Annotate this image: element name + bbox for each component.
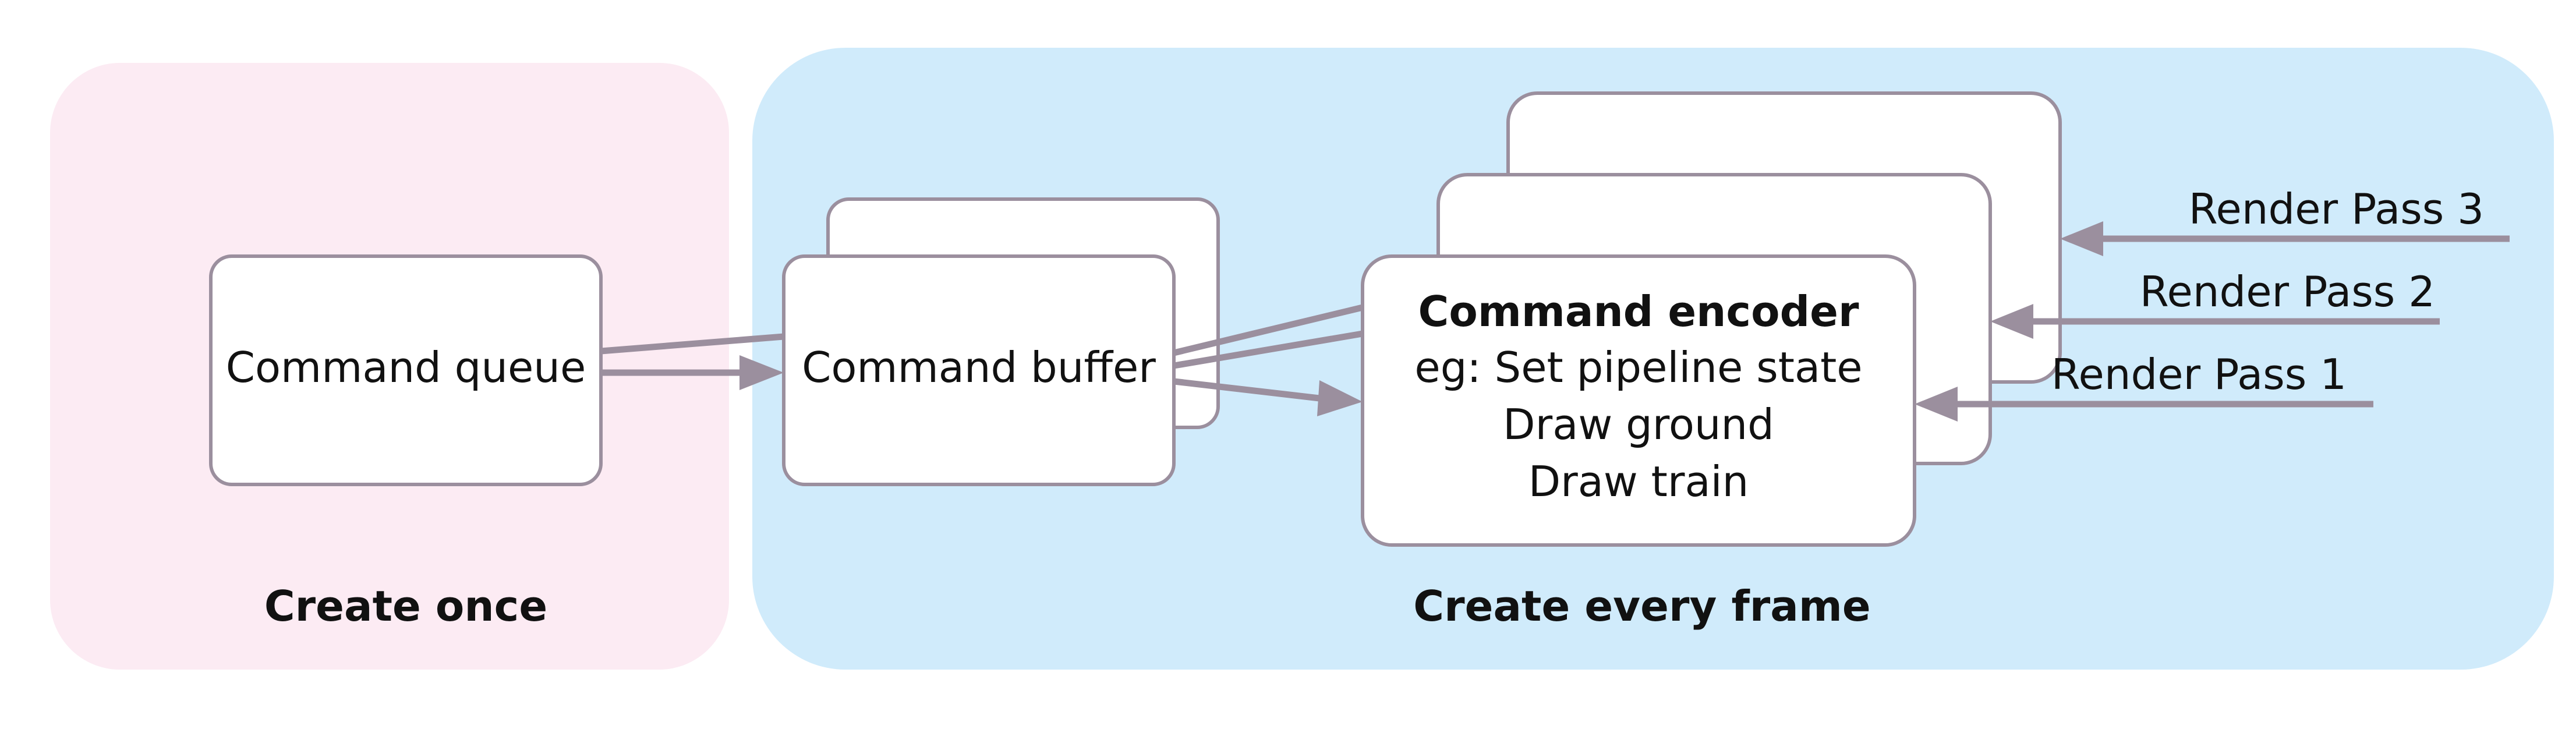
command-buffer-stack: Command buffer bbox=[782, 197, 1220, 486]
render-pass-3-arrow: Render Pass 3 bbox=[2060, 185, 2510, 256]
render-pass-1-label: Render Pass 1 bbox=[2051, 350, 2347, 399]
command-buffer-front bbox=[782, 254, 1176, 486]
command-encoder-line-2: Draw ground bbox=[1503, 400, 1774, 449]
command-encoder-stack: Command encoder eg: Set pipeline state D… bbox=[1361, 91, 2062, 547]
buffer-to-encoder-line-upper bbox=[1173, 304, 1364, 356]
command-encoder-line-3: Draw train bbox=[1528, 457, 1749, 506]
render-pass-2-label: Render Pass 2 bbox=[2140, 267, 2435, 316]
command-buffer-label: Command buffer bbox=[802, 343, 1156, 392]
command-encoder-front bbox=[1361, 254, 1916, 547]
command-queue-node: Command queue bbox=[209, 254, 603, 486]
buffer-to-encoder-arrowhead bbox=[1317, 380, 1363, 416]
command-queue-label: Command queue bbox=[226, 343, 586, 392]
render-pass-2-arrow: Render Pass 2 bbox=[1990, 267, 2440, 339]
create-once-label: Create once bbox=[264, 582, 547, 631]
buffer-to-encoder-line bbox=[1173, 378, 1320, 402]
render-pass-3-label: Render Pass 3 bbox=[2189, 185, 2484, 233]
render-pass-1-arrow: Render Pass 1 bbox=[1915, 350, 2373, 422]
command-encoder-title: Command encoder bbox=[1418, 287, 1859, 336]
queue-to-buffer-line-upper bbox=[600, 333, 784, 355]
command-encoder-line-1: eg: Set pipeline state bbox=[1414, 343, 1862, 392]
buffer-to-encoder-line-middle bbox=[1173, 330, 1363, 369]
create-every-frame-label: Create every frame bbox=[1413, 582, 1870, 631]
queue-to-buffer-arrowhead bbox=[739, 355, 784, 390]
